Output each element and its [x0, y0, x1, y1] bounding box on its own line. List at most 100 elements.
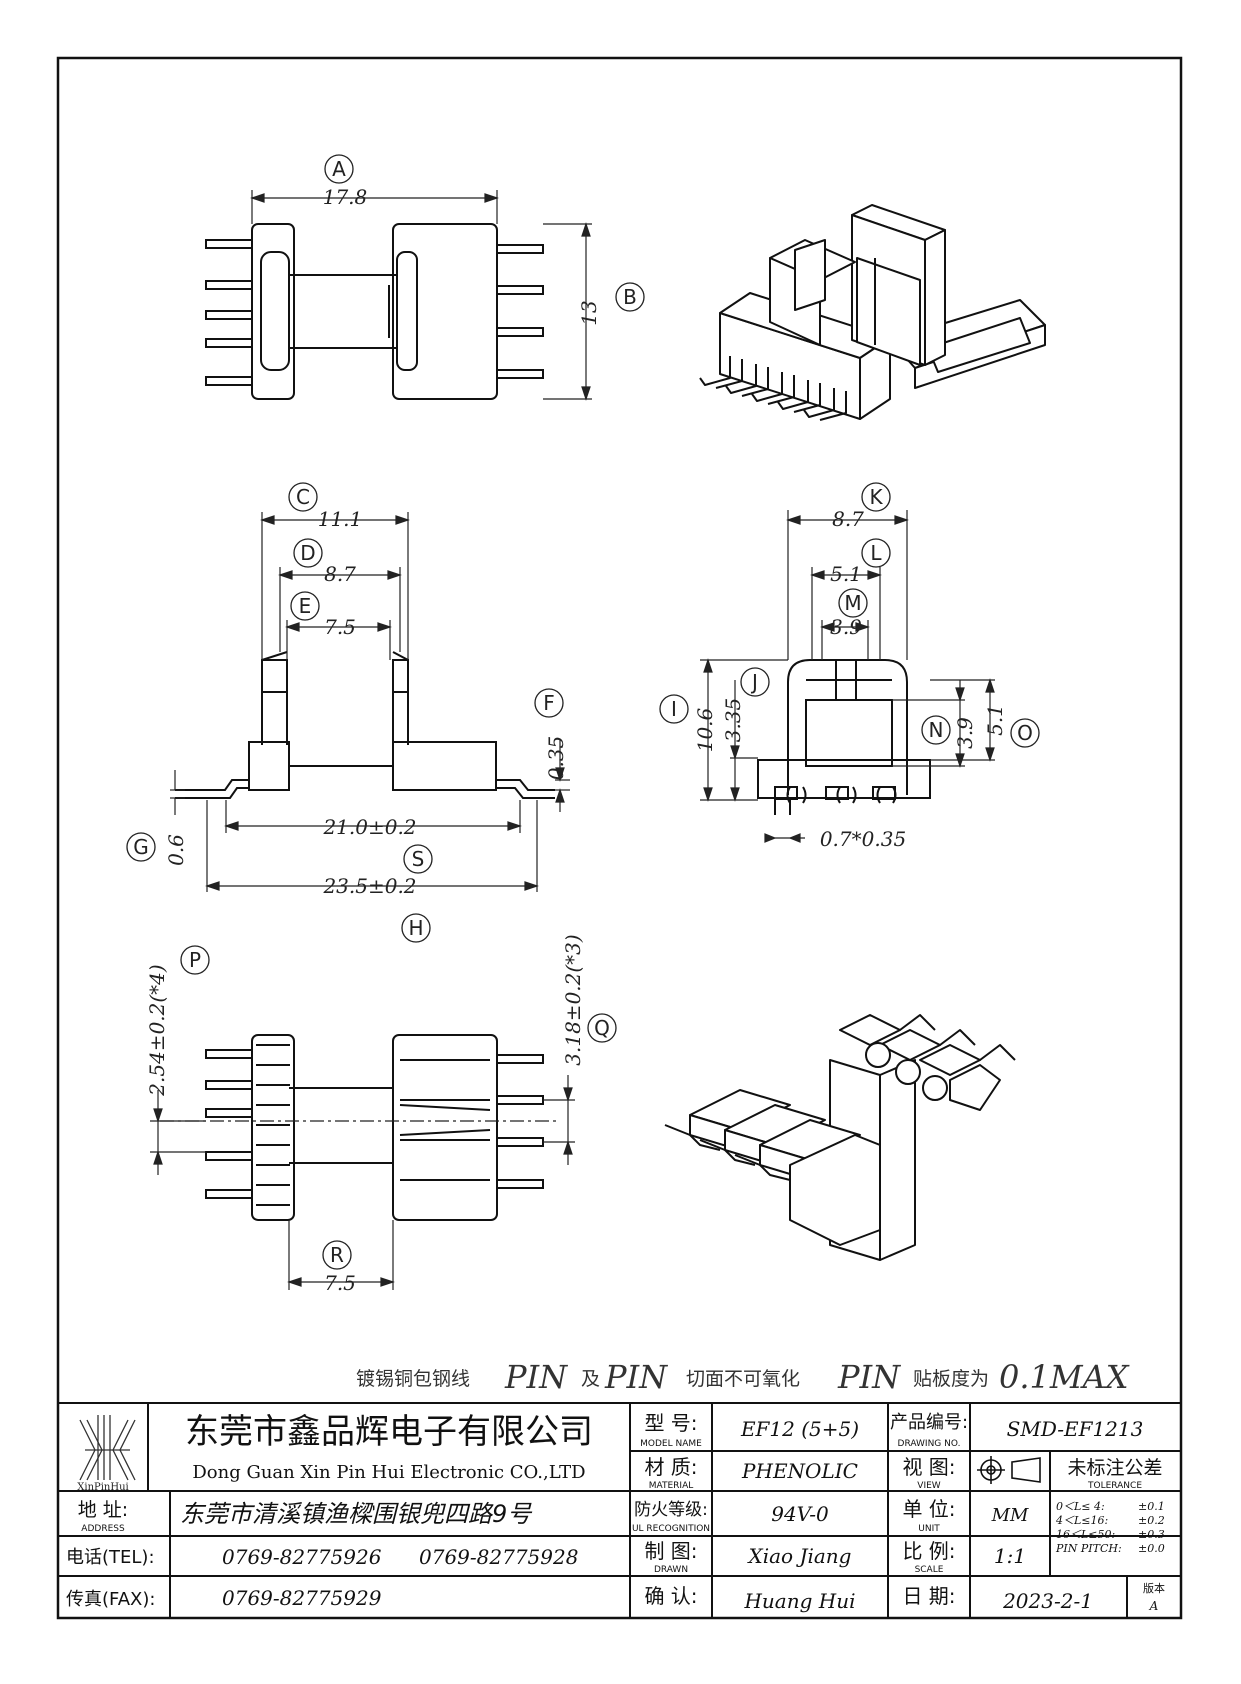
label-J: J	[750, 670, 758, 694]
note-pin-2: PIN	[604, 1358, 668, 1396]
note-pin-1: PIN	[504, 1358, 568, 1396]
front-view	[175, 651, 555, 799]
note-flatness: 贴板度为	[913, 1368, 989, 1390]
label-K: K	[869, 485, 883, 509]
dim-Q-3-18: 3.18±0.2(*3)	[561, 934, 585, 1065]
tel-label: 电话(TEL):	[66, 1547, 155, 1568]
projection-symbol-icon	[977, 1456, 1041, 1484]
confirm-value: Huang Hui	[743, 1589, 855, 1613]
label-J-circle: J	[740, 667, 770, 697]
label-I: I	[671, 697, 677, 721]
drawing-no-value: SMD-EF1213	[1007, 1417, 1144, 1441]
dim-C-11-1: 11.1	[318, 507, 363, 531]
version-label: 版本	[1143, 1581, 1165, 1595]
fax-number: 0769-82775929	[222, 1586, 382, 1610]
label-P-circle: P	[180, 945, 210, 975]
note-and: 及	[581, 1368, 600, 1390]
ul-label-en: UL RECOGNITION	[632, 1524, 710, 1534]
top-view	[205, 223, 544, 400]
notes-line: 镀锡铜包钢线 PIN 及 PIN 切面不可氧化 PIN 贴板度为 0.1MAX	[356, 1358, 1130, 1396]
scale-label-cn: 比 例:	[902, 1539, 955, 1563]
label-P: P	[189, 948, 201, 972]
dim-pin-0-7x0-35: 0.7*0.35	[820, 827, 906, 851]
dim-O-5-1: 5.1	[983, 704, 1007, 736]
dim-L-5-1: 5.1	[830, 562, 862, 586]
label-Q: Q	[594, 1016, 610, 1040]
drawing-no-label-cn: 产品编号:	[890, 1412, 968, 1433]
drawn-value: Xiao Jiang	[747, 1544, 852, 1568]
title-block	[57, 1402, 1182, 1619]
view-label-cn: 视 图:	[902, 1455, 955, 1479]
label-Q-circle: Q	[587, 1013, 617, 1043]
note-max: 0.1MAX	[999, 1358, 1130, 1396]
label-S-circle: S	[403, 844, 433, 874]
dim-height-13: 13	[577, 300, 601, 325]
material-label-en: MATERIAL	[649, 1481, 694, 1491]
company-name-cn: 东莞市鑫品辉电子有限公司	[185, 1412, 593, 1452]
material-value: PHENOLIC	[741, 1459, 858, 1483]
dim-H-23-5: 23.5±0.2	[322, 874, 416, 898]
label-E: E	[299, 594, 312, 618]
label-M: M	[844, 591, 861, 615]
model-label-en: MODEL NAME	[640, 1439, 702, 1449]
tolerance-value: ±0.3	[1138, 1528, 1165, 1541]
label-G-circle: G	[126, 832, 156, 862]
label-B: B	[623, 285, 637, 309]
label-M-circle: M	[838, 588, 868, 618]
model-value: EF12 (5+5)	[740, 1417, 859, 1441]
label-H: H	[408, 916, 423, 940]
note-wire: 镀锡铜包钢线	[356, 1368, 470, 1390]
dim-J-3-35: 3.35	[721, 698, 745, 743]
label-N: N	[929, 718, 944, 742]
side-view-dimensions	[700, 510, 995, 843]
front-view-dimensions	[170, 512, 570, 892]
side-view	[757, 659, 931, 815]
label-F: F	[543, 691, 555, 715]
label-R-circle: R	[322, 1240, 352, 1270]
model-label-cn: 型 号:	[644, 1411, 697, 1435]
dim-F-0-35: 0.35	[544, 736, 568, 781]
tolerance-table: 0＜L≤ 4: ±0.1 4＜L≤16: ±0.2 16＜L≤50: ±0.3 …	[1055, 1500, 1165, 1555]
label-H-circle: H	[401, 913, 431, 943]
dim-S-21-0: 21.0±0.2	[322, 815, 416, 839]
label-C: C	[296, 485, 310, 509]
label-F-circle: F	[534, 688, 564, 718]
drawn-label-en: DRAWN	[654, 1565, 688, 1575]
label-L: L	[870, 541, 882, 565]
label-N-circle: N	[921, 715, 951, 745]
drawn-label-cn: 制 图:	[644, 1539, 697, 1563]
drawing-no-label-en: DRAWING NO.	[898, 1439, 961, 1449]
dim-D-8-7: 8.7	[324, 562, 356, 586]
material-label-cn: 材 质:	[644, 1455, 697, 1479]
bottom-view	[205, 1034, 544, 1221]
address-label-cn: 地 址:	[78, 1499, 128, 1521]
confirm-label-cn: 确 认:	[644, 1584, 697, 1608]
dim-width-17-8: 17.8	[323, 185, 368, 209]
tolerance-range: 16＜L≤50:	[1056, 1528, 1115, 1541]
note-pin-3: PIN	[837, 1358, 901, 1396]
label-L-circle: L	[861, 538, 891, 568]
bottom-view-dimensions	[150, 1075, 575, 1290]
top-view-dimensions	[250, 190, 592, 401]
dim-G-0-6: 0.6	[164, 834, 188, 866]
label-S: S	[412, 847, 425, 871]
dim-N-3-9: 3.9	[953, 717, 977, 749]
tolerance-title-en: TOLERANCE	[1087, 1481, 1142, 1491]
company-logo	[79, 1415, 136, 1481]
address-label-en: ADDRESS	[81, 1524, 125, 1534]
fax-label: 传真(FAX):	[66, 1589, 155, 1610]
tel-number-2: 0769-82775928	[419, 1545, 578, 1569]
date-label-cn: 日 期:	[902, 1584, 955, 1608]
ul-label-cn: 防火等级:	[634, 1500, 708, 1520]
dim-R-7-5: 7.5	[324, 1271, 356, 1295]
label-A-circle: A	[324, 154, 354, 184]
tolerance-value: ±0.0	[1138, 1542, 1165, 1555]
label-E-circle: E	[290, 591, 320, 621]
tolerance-range: PIN PITCH:	[1055, 1542, 1122, 1555]
label-K-circle: K	[861, 482, 891, 512]
view-label-en: VIEW	[917, 1481, 940, 1491]
label-O: O	[1017, 721, 1033, 745]
tolerance-value: ±0.1	[1138, 1500, 1165, 1513]
label-O-circle: O	[1010, 718, 1040, 748]
